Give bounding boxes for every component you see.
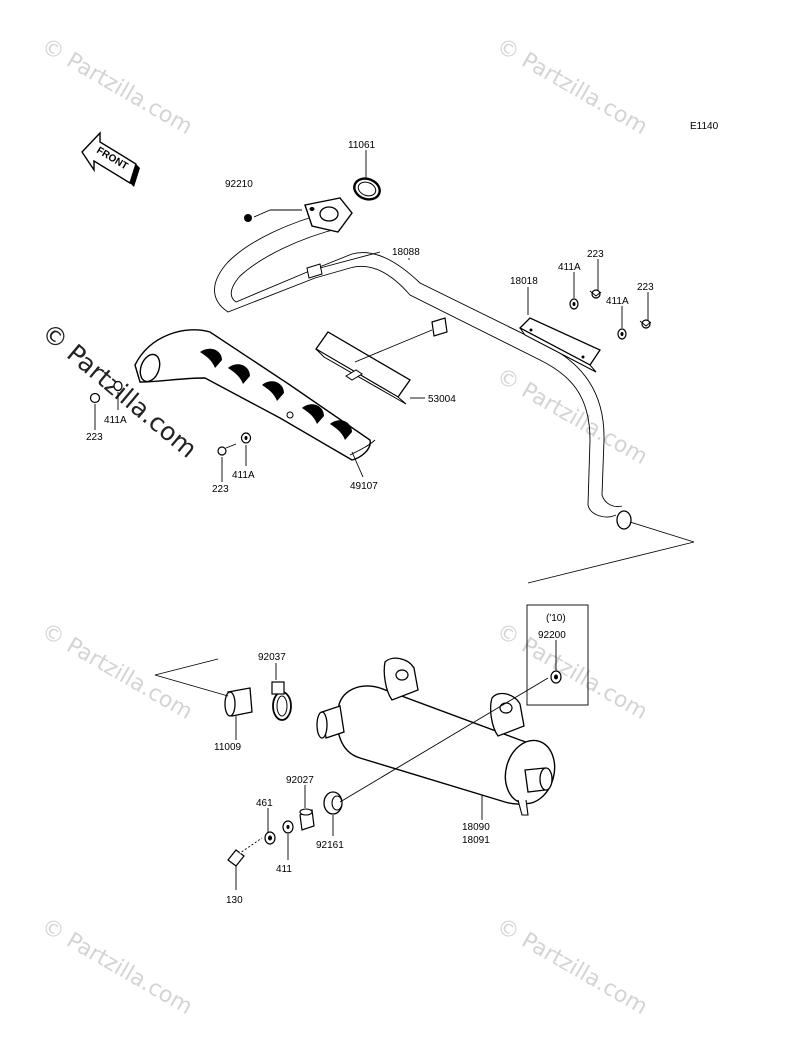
label-130[interactable]: 130 — [226, 895, 243, 906]
label-18018[interactable]: 18018 — [510, 276, 538, 287]
label-411A-d[interactable]: 411A — [232, 470, 255, 481]
exhaust-pipe-18088 — [214, 197, 632, 530]
watermark-7: © Partzilla.com — [492, 914, 652, 1021]
front-arrow-icon: FRONT — [81, 131, 140, 187]
label-53004[interactable]: 53004 — [428, 394, 456, 405]
label-18090[interactable]: 18090 — [462, 822, 490, 833]
label-411A-b[interactable]: 411A — [606, 296, 629, 307]
label-223-d[interactable]: 223 — [212, 484, 229, 495]
sleeve-11009 — [224, 687, 253, 717]
bolt-223-b — [639, 319, 652, 329]
label-223-a[interactable]: 223 — [587, 249, 604, 260]
diagram-code: E1140 — [690, 121, 719, 132]
label-11061[interactable]: 11061 — [348, 140, 376, 151]
label-92200[interactable]: 92200 — [538, 630, 566, 641]
label-223-c[interactable]: 223 — [86, 432, 103, 443]
watermark-6: © Partzilla.com — [37, 914, 197, 1021]
washer-411 — [282, 820, 294, 834]
part-labels: 11061 92210 18088 18018 223 411A 223 411… — [86, 140, 654, 906]
label-49107[interactable]: 49107 — [350, 481, 378, 492]
clamp-92037 — [271, 681, 292, 721]
plate-18018 — [518, 317, 601, 373]
watermark-4: © Partzilla.com — [37, 619, 197, 726]
muffler-18090 — [316, 657, 556, 816]
washer-411A-b — [617, 328, 627, 340]
bolt-130 — [227, 837, 263, 867]
heat-shield-49107 — [134, 329, 376, 461]
label-18088[interactable]: 18088 — [392, 247, 420, 258]
year-note: ('10) — [546, 613, 566, 624]
watermark-1: © Partzilla.com — [37, 34, 197, 141]
label-92161[interactable]: 92161 — [316, 840, 344, 851]
leader-lines-upper — [94, 150, 695, 584]
label-461[interactable]: 461 — [256, 798, 273, 809]
nut-92210 — [244, 214, 252, 222]
washer-411A-a — [569, 298, 579, 310]
label-223-b[interactable]: 223 — [637, 282, 654, 293]
watermark-2: © Partzilla.com — [492, 34, 652, 141]
collar-92027 — [299, 808, 315, 831]
leader-lines-lower — [154, 640, 557, 890]
label-92027[interactable]: 92027 — [286, 775, 314, 786]
watermark-3: © Partzilla.com — [492, 364, 652, 471]
label-411A-c[interactable]: 411A — [104, 415, 127, 426]
label-411[interactable]: 411 — [276, 864, 292, 875]
label-92210[interactable]: 92210 — [225, 179, 253, 190]
year-note-box — [526, 604, 589, 706]
bolt-223-c — [89, 392, 101, 404]
bolt-223-a — [589, 289, 602, 299]
washer-411A-d — [240, 432, 252, 444]
label-18091[interactable]: 18091 — [462, 835, 490, 846]
label-411A-a[interactable]: 411A — [558, 262, 581, 273]
washer-461 — [264, 831, 276, 845]
plate-53004 — [315, 331, 411, 405]
label-92037[interactable]: 92037 — [258, 652, 286, 663]
bolt-223-d — [217, 443, 237, 456]
label-11009[interactable]: 11009 — [214, 742, 242, 753]
gasket-11061 — [353, 177, 381, 201]
washer-411A-c — [113, 380, 123, 392]
grommet-92161 — [323, 791, 343, 815]
